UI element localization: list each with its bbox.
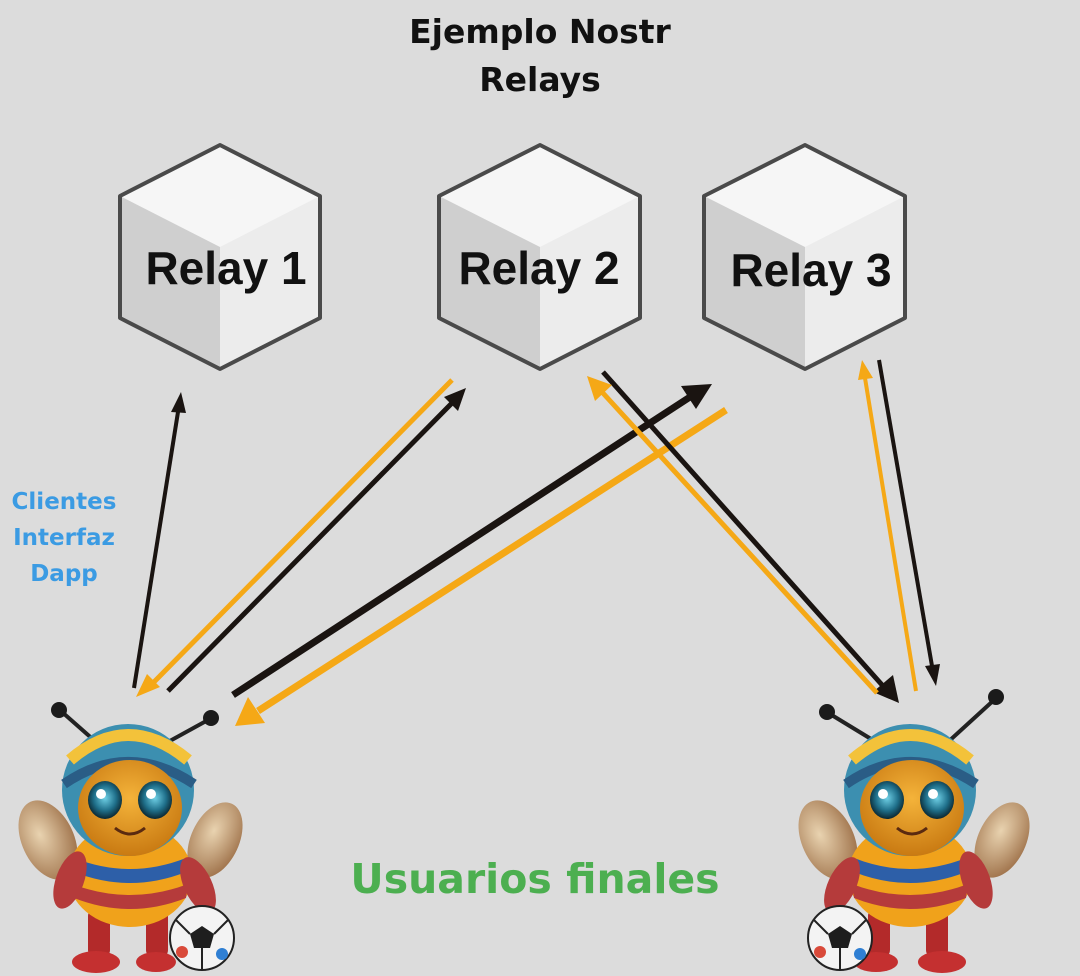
- arrow-user2-to-relay3-orange: [858, 360, 918, 692]
- relay-2-outline: [437, 143, 642, 371]
- user-1-bee-mascot: [18, 702, 243, 973]
- arrow-user1-to-relay3-dark: [231, 384, 712, 698]
- relay-3-outline: [702, 143, 907, 371]
- relay-2: Relay 2: [437, 143, 642, 371]
- clients-label-line-2: Interfaz: [13, 525, 115, 551]
- diagram-title: Ejemplo Nostr Relays: [340, 8, 740, 104]
- relay-1-outline: [118, 143, 322, 371]
- title-line-1: Ejemplo Nostr: [409, 12, 671, 51]
- arrow-relay2-to-user1-orange: [136, 378, 454, 697]
- arrow-user2-to-relay2-orange: [587, 376, 879, 695]
- relay-3-label: Relay 3: [730, 244, 891, 296]
- clients-label-line-1: Clientes: [11, 489, 117, 515]
- relay-1-label: Relay 1: [145, 242, 306, 294]
- arrow-user1-to-relay1: [132, 392, 186, 689]
- arrows-group: [132, 359, 940, 726]
- arrow-user1-to-relay2-dark: [166, 388, 466, 693]
- title-line-2: Relays: [479, 60, 601, 99]
- user-2-bee-mascot: [798, 689, 1030, 973]
- relay-2-label: Relay 2: [458, 242, 619, 294]
- clients-interface-label: Clientes Interfaz Dapp: [0, 484, 128, 592]
- relay-1: Relay 1: [118, 143, 322, 371]
- end-users-label: Usuarios finales: [350, 855, 720, 903]
- clients-label-line-3: Dapp: [30, 561, 98, 587]
- arrow-relay3-to-user2-dark: [877, 359, 940, 686]
- relay-3: Relay 3: [702, 143, 907, 371]
- arrow-relay2-to-user2-dark: [601, 370, 899, 703]
- arrow-relay3-to-user1-orange: [235, 407, 728, 726]
